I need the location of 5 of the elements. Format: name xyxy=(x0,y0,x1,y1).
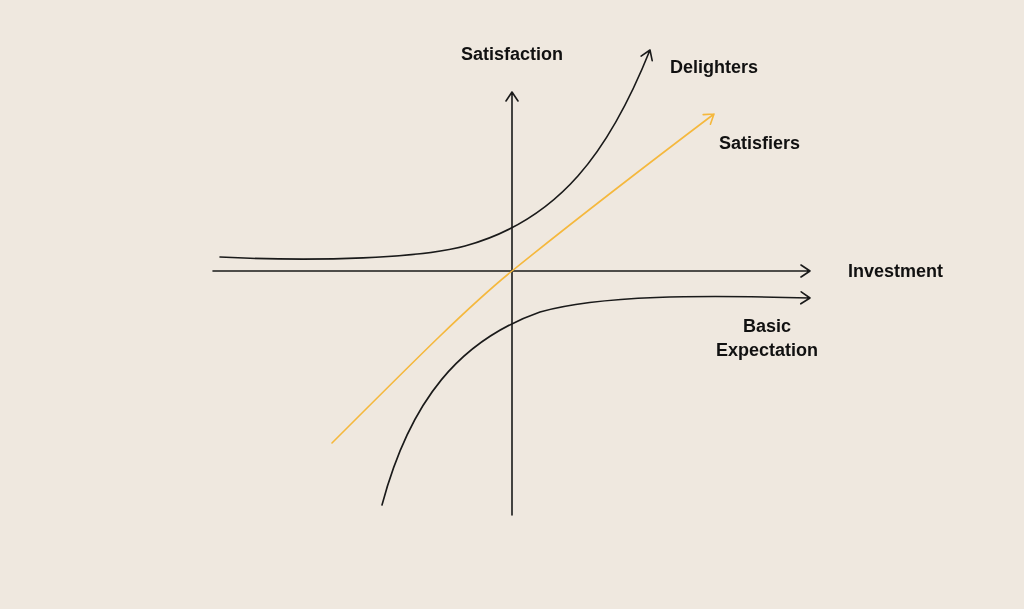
axis-label: Investment xyxy=(848,260,944,283)
axis-label: Satisfaction xyxy=(460,43,564,66)
curve-label: Delighters xyxy=(670,56,759,79)
curve-label: Basic Expectation xyxy=(715,315,819,362)
curve-label: Satisfiers xyxy=(719,132,801,155)
